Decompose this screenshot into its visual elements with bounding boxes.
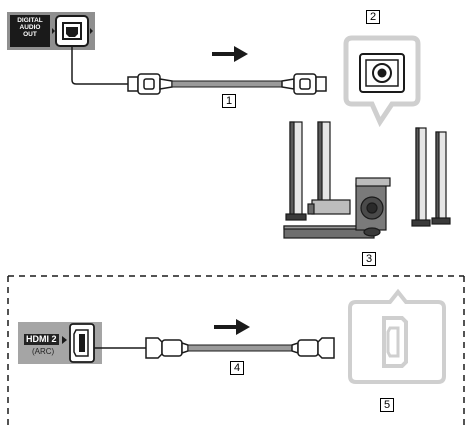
label-line-digital: DIGITAL [17,17,43,24]
hdmi-section-border [7,275,465,426]
hdmi-direction-arrow-icon [214,319,250,335]
hdmi-cable [94,337,335,359]
label-line-out: OUT [23,31,37,38]
optical-closeup-bubble [343,35,421,128]
home-theater-system-icon [283,121,451,239]
hdmi-closeup-bubble [348,288,446,384]
label-line-audio: AUDIO [19,24,41,31]
tv-hdmi-panel [18,322,102,364]
direction-arrow-icon [212,46,248,62]
callout-hdmi-port: 5 [380,398,394,412]
tv-optical-panel [7,12,95,50]
callout-optical-cable: 1 [222,94,236,108]
hdmi-label-arrow-icon [62,336,67,344]
callout-hdmi-cable: 4 [230,361,244,375]
callout-optical-port: 2 [366,10,380,24]
hdmi-port-label: HDMI 2 [24,334,59,345]
digital-audio-out-label: DIGITAL AUDIO OUT [11,17,49,38]
callout-home-theater: 3 [362,252,376,266]
optical-cable [71,46,327,95]
hdmi-arc-label: (ARC) [32,347,55,356]
